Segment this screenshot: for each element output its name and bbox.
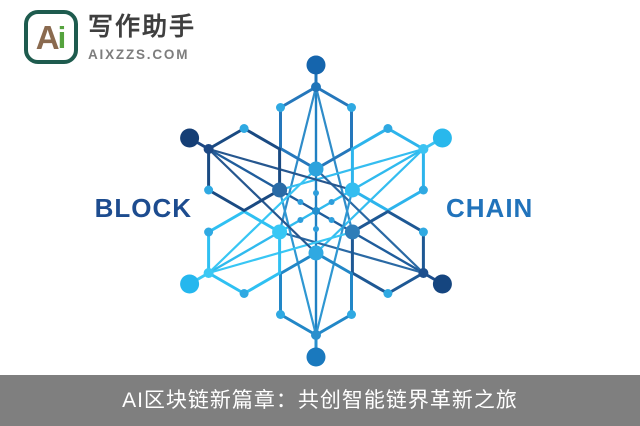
logo-letter-a: A: [35, 18, 60, 56]
logo-letter-i: i: [57, 19, 67, 55]
chain-label: CHAIN: [446, 193, 534, 223]
block-label: BLOCK: [94, 193, 192, 223]
brand-name: 写作助手: [88, 13, 197, 41]
caption-text: AI区块链新篇章：共创智能链界革新之旅: [122, 389, 518, 412]
brand-domain: AIXZZS.COM: [88, 47, 190, 62]
caption-bar: AI区块链新篇章：共创智能链界革新之旅: [0, 375, 640, 426]
brand-text: 写作助手 AIXZZS.COM: [88, 10, 196, 62]
